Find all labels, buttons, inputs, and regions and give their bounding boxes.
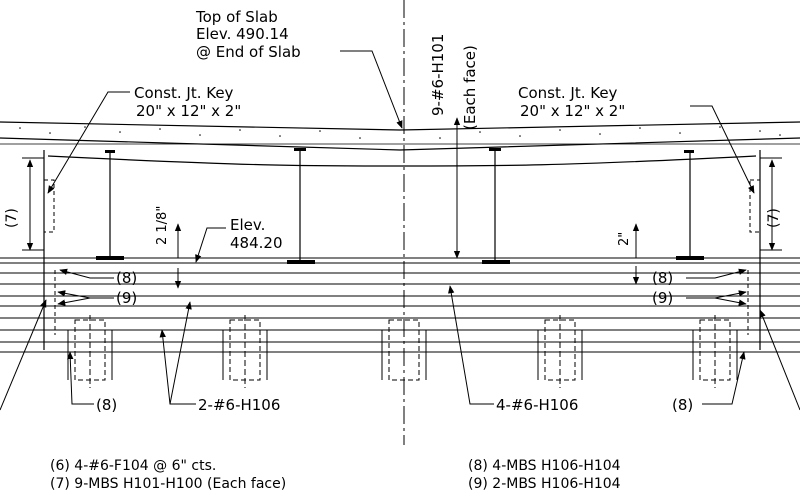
- pier-cap: [0, 150, 800, 353]
- bars-h106-left-label: 2-#6-H106: [198, 396, 280, 414]
- top-of-slab-label-3: @ End of Slab: [196, 43, 301, 61]
- top-of-slab-label-1: Top of Slab: [195, 8, 278, 26]
- dim-2-label: 2": [617, 232, 632, 246]
- mark-9-left: (9): [116, 289, 137, 307]
- mark-8-left: (8): [116, 269, 137, 287]
- legend-left-line-1: (6) 4-#6-F104 @ 6" cts.: [50, 458, 216, 474]
- mark-8-bottom-right: (8): [672, 396, 693, 414]
- construction-keys: [43, 179, 761, 233]
- bars-h101-label: 9-#6-H101: [429, 34, 447, 116]
- key-right-label-2: 20" x 12" x 2": [520, 102, 625, 120]
- leaders: [0, 50, 800, 411]
- top-of-slab-label-2: Elev. 490.14: [196, 25, 289, 43]
- mark-8-bottom-left: (8): [96, 396, 117, 414]
- legend-right-line-2: (9) 2-MBS H106-H104: [468, 476, 621, 492]
- concrete-hatch: [19, 126, 781, 139]
- key-left-label-2: 20" x 12" x 2": [136, 102, 241, 120]
- mark-9-right: (9): [652, 289, 673, 307]
- deck-slab: [0, 121, 800, 151]
- bars-h106-right-label: 4-#6-H106: [496, 396, 578, 414]
- girders: [47, 148, 757, 264]
- key-left-label-1: Const. Jt. Key: [134, 84, 234, 102]
- legend-left-line-2: (7) 9-MBS H101-H100 (Each face): [50, 476, 286, 492]
- dimension-7: [22, 157, 782, 251]
- bars-h101-each-face: (Each face): [461, 45, 479, 130]
- mark-7-right: (7): [766, 208, 782, 228]
- legend-right-line-1: (8) 4-MBS H106-H104: [468, 458, 621, 474]
- elev-label-2: 484.20: [230, 234, 283, 252]
- legend: (6) 4-#6-F104 @ 6" cts. (7) 9-MBS H101-H…: [50, 458, 621, 492]
- dim-2-1-8-label: 2 1/8": [155, 206, 170, 245]
- piles: [67, 315, 738, 388]
- key-right-label-1: Const. Jt. Key: [518, 84, 618, 102]
- mark-7-left: (7): [4, 208, 20, 228]
- mark-8-right: (8): [652, 269, 673, 287]
- elev-label-1: Elev.: [230, 216, 265, 234]
